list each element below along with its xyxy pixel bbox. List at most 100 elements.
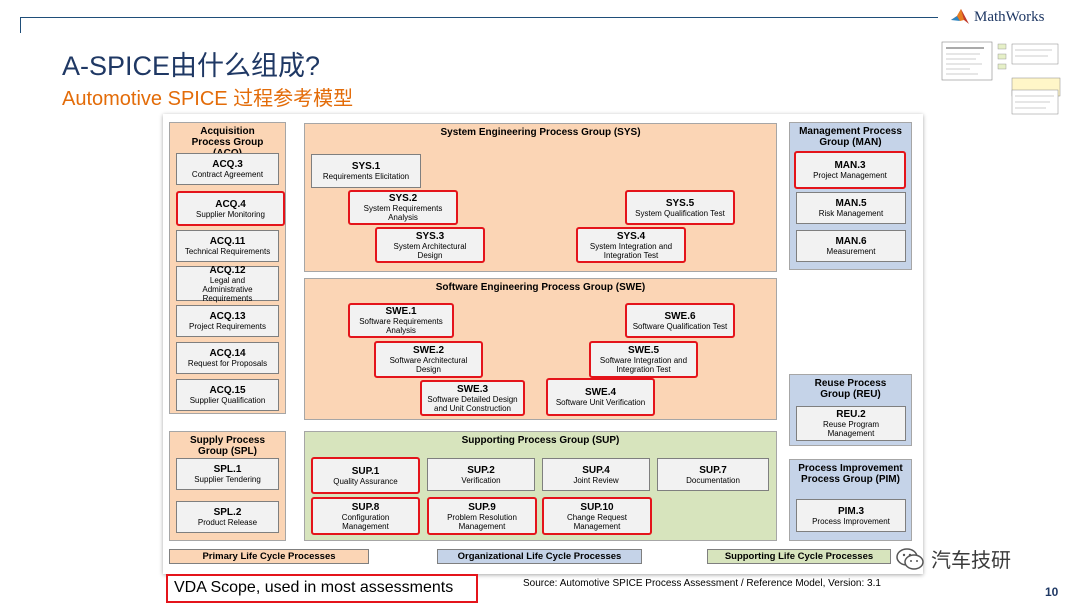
process-name: System Integration and Integration Test — [589, 241, 673, 260]
process-name: Request for Proposals — [187, 359, 268, 368]
process-id: SUP.9 — [468, 501, 496, 513]
process-id: SUP.7 — [699, 464, 727, 476]
process-name: Software Integration and Integration Tes… — [599, 356, 688, 374]
process-id: ACQ.13 — [209, 311, 246, 322]
process-name: Software Detailed Design and Unit Constr… — [427, 394, 518, 413]
process-name: Requirements Elicitation — [322, 172, 410, 181]
pim-group-title: Process Improvement Process Group (PIM) — [798, 463, 903, 485]
process-man3: MAN.3 Project Management — [794, 151, 906, 189]
membrane-icon — [951, 9, 969, 24]
process-name: Quality Assurance — [333, 476, 398, 486]
process-name: Project Requirements — [189, 322, 266, 331]
process-reu2: REU.2 Reuse Program Management — [796, 406, 906, 441]
process-id: SPL.2 — [213, 507, 242, 518]
process-name: Problem Resolution Management — [447, 512, 517, 531]
header-rule — [20, 17, 938, 18]
brand-name: MathWorks — [974, 8, 1045, 25]
process-id: PIM.3 — [837, 505, 865, 517]
process-sys5: SYS.5 System Qualification Test — [625, 190, 735, 225]
process-id: SWE.3 — [456, 383, 489, 395]
legend-supporting: Supporting Life Cycle Processes — [707, 549, 891, 564]
process-id: REU.2 — [836, 409, 866, 420]
process-id: ACQ.4 — [215, 198, 246, 210]
process-name: Reuse Program Management — [822, 420, 880, 438]
watermark-text: 汽车技研 — [931, 550, 1011, 572]
process-id: MAN.5 — [835, 198, 867, 209]
process-id: SYS.5 — [665, 197, 695, 209]
process-id: ACQ.3 — [212, 159, 243, 170]
swe-group-title: Software Engineering Process Group (SWE) — [435, 282, 646, 293]
process-name: Supplier Tendering — [194, 475, 261, 484]
process-acq11: ACQ.11 Technical Requirements — [176, 230, 279, 262]
source-citation: Source: Automotive SPICE Process Assessm… — [523, 578, 881, 589]
process-name: Technical Requirements — [184, 247, 271, 256]
process-sup4: SUP.4 Joint Review — [542, 458, 650, 491]
process-acq13: ACQ.13 Project Requirements — [176, 305, 279, 337]
process-name: Measurement — [826, 247, 876, 256]
process-sys4: SYS.4 System Integration and Integration… — [576, 227, 686, 263]
process-swe4: SWE.4 Software Unit Verification — [546, 378, 655, 416]
process-name: Software Qualification Test — [632, 321, 728, 331]
process-name: Legal and Administrative Requirements — [202, 275, 253, 303]
process-reference-model: Acquisition Process Group (ACQ) ACQ.3 Co… — [163, 114, 923, 574]
process-id: SPL.1 — [213, 464, 242, 475]
process-acq15: ACQ.15 Supplier Qualification — [176, 379, 279, 411]
man-group-title: Management Process Group (MAN) — [799, 126, 902, 148]
process-sys3: SYS.3 System Architectural Design — [375, 227, 485, 263]
page-title: A-SPICE由什么组成? — [62, 51, 321, 81]
process-id: SUP.4 — [582, 464, 610, 476]
process-id: ACQ.15 — [209, 385, 246, 396]
process-id: SUP.10 — [580, 501, 614, 513]
process-name: Change Request Management — [566, 512, 628, 531]
process-id: SYS.3 — [415, 230, 445, 242]
process-swe5: SWE.5 Software Integration and Integrati… — [589, 341, 698, 378]
page-subtitle: Automotive SPICE 过程参考模型 — [62, 88, 354, 110]
process-sys1: SYS.1 Requirements Elicitation — [311, 154, 421, 188]
process-sup10: SUP.10 Change Request Management — [542, 497, 652, 535]
process-id: SYS.1 — [351, 161, 381, 172]
process-sup7: SUP.7 Documentation — [657, 458, 769, 491]
process-name: Configuration Management — [341, 512, 390, 531]
process-name: Supplier Qualification — [189, 396, 266, 405]
reu-group-title: Reuse Process Group (REU) — [814, 378, 887, 400]
process-name: Process Improvement — [812, 516, 890, 526]
process-acq14: ACQ.14 Request for Proposals — [176, 342, 279, 374]
process-name: Product Release — [197, 518, 258, 527]
process-swe1: SWE.1 Software Requirements Analysis — [348, 303, 454, 338]
process-name: Supplier Monitoring — [196, 209, 265, 219]
process-sup8: SUP.8 Configuration Management — [311, 497, 420, 535]
process-name: Project Management — [813, 171, 887, 180]
sup-group-title: Supporting Process Group (SUP) — [461, 435, 620, 446]
process-name: Documentation — [686, 475, 740, 485]
process-id: ACQ.12 — [209, 264, 246, 276]
wechat-icon — [896, 547, 924, 570]
process-id: MAN.6 — [835, 236, 867, 247]
process-id: SUP.2 — [467, 464, 495, 476]
process-pim3: PIM.3 Process Improvement — [796, 499, 906, 532]
process-id: SWE.6 — [664, 310, 696, 322]
process-swe2: SWE.2 Software Architectural Design — [374, 341, 483, 378]
sys-group-title: System Engineering Process Group (SYS) — [440, 127, 641, 138]
process-man5: MAN.5 Risk Management — [796, 192, 906, 224]
mathworks-logo: MathWorks — [950, 6, 1044, 28]
process-id: ACQ.14 — [209, 348, 246, 359]
process-swe6: SWE.6 Software Qualification Test — [625, 303, 735, 338]
process-swe3: SWE.3 Software Detailed Design and Unit … — [420, 380, 525, 416]
legend-organizational: Organizational Life Cycle Processes — [437, 549, 642, 564]
process-sys2: SYS.2 System Requirements Analysis — [348, 190, 458, 225]
spl-group-title: Supply Process Group (SPL) — [189, 435, 266, 457]
process-id: SYS.4 — [616, 230, 646, 242]
process-id: SWE.5 — [627, 345, 660, 356]
process-name: Risk Management — [818, 209, 884, 218]
process-name: System Qualification Test — [635, 208, 725, 218]
process-acq3: ACQ.3 Contract Agreement — [176, 153, 279, 185]
process-id: SYS.2 — [388, 193, 418, 204]
process-spl1: SPL.1 Supplier Tendering — [176, 458, 279, 490]
legend-primary: Primary Life Cycle Processes — [169, 549, 369, 564]
process-man6: MAN.6 Measurement — [796, 230, 906, 262]
process-sup2: SUP.2 Verification — [427, 458, 535, 491]
vda-scope-note: VDA Scope, used in most assessments — [166, 574, 478, 603]
process-name: System Architectural Design — [393, 241, 467, 260]
process-name: System Requirements Analysis — [363, 204, 443, 222]
